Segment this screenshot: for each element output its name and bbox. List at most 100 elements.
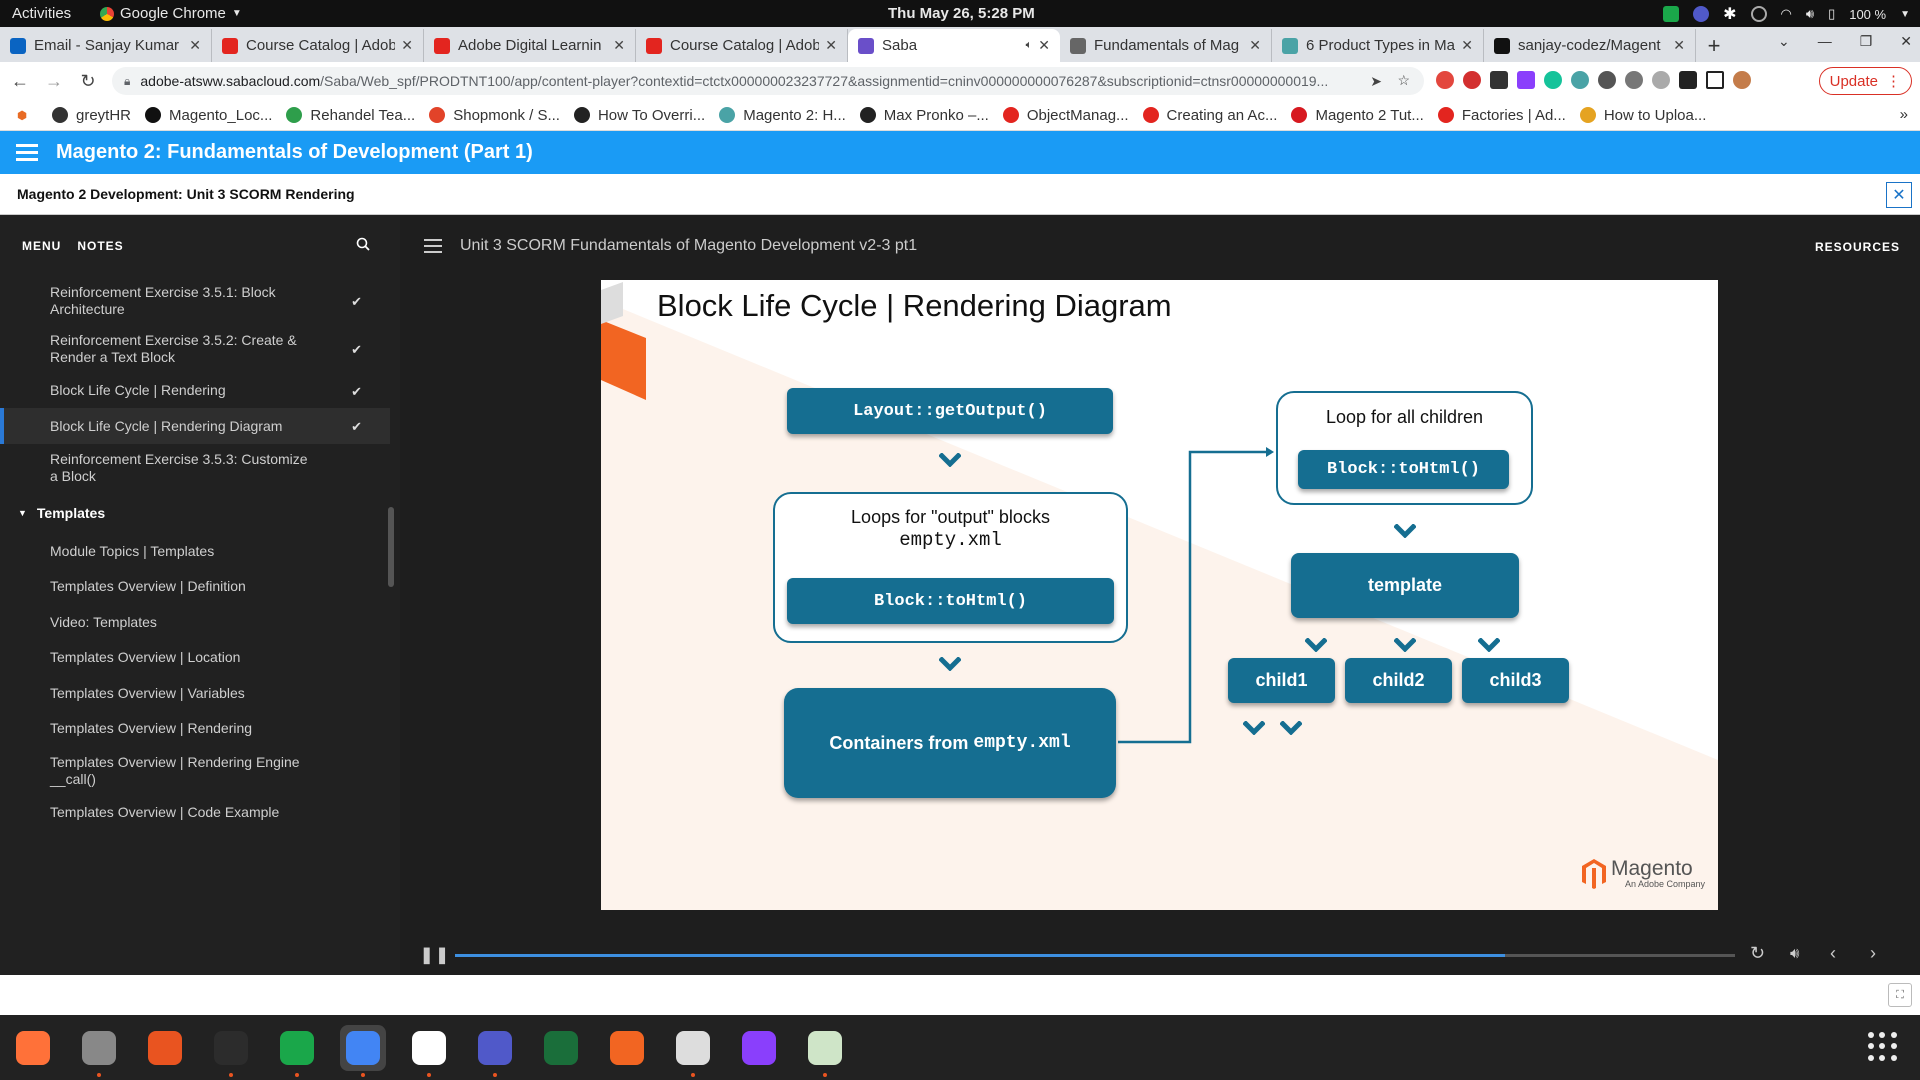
- profile-avatar[interactable]: [1733, 71, 1751, 89]
- maximize-icon[interactable]: ❐: [1859, 33, 1873, 49]
- tab-close-icon[interactable]: ✕: [1249, 37, 1261, 53]
- chrome-icon[interactable]: [340, 1024, 386, 1077]
- tab-close-icon[interactable]: ✕: [1038, 37, 1050, 53]
- app-menu[interactable]: Google Chrome ▼: [100, 5, 242, 22]
- tab-close-icon[interactable]: ✕: [1461, 37, 1473, 53]
- bookmark-item[interactable]: Max Pronko –...: [859, 107, 989, 124]
- sidepanel-icon[interactable]: [1706, 71, 1724, 89]
- sync-tray-icon[interactable]: [1750, 6, 1767, 22]
- system-tray[interactable]: ✱ ◠ 🔊︎ ▯ 100 % ▼: [1663, 4, 1910, 24]
- gear-extension-icon[interactable]: [1625, 71, 1643, 89]
- battery-icon[interactable]: ▯: [1828, 6, 1836, 21]
- browser-tab[interactable]: Email - Sanjay Kumar✕: [0, 29, 212, 62]
- power-menu-icon[interactable]: ▼: [1900, 8, 1910, 20]
- tab-notes[interactable]: NOTES: [77, 239, 124, 253]
- sidebar-item[interactable]: Module Topics | Templates: [0, 534, 390, 569]
- tab-close-icon[interactable]: ✕: [401, 37, 413, 53]
- pause-icon[interactable]: ❚❚: [420, 947, 451, 964]
- sidebar-item[interactable]: Templates Overview | Definition: [0, 569, 390, 604]
- sidebar-item[interactable]: Templates Overview | Location: [0, 640, 390, 675]
- bookmark-item[interactable]: How To Overri...: [573, 107, 705, 124]
- browser-tab[interactable]: Adobe Digital Learnin✕: [424, 29, 636, 62]
- sidebar-item[interactable]: Templates Overview | Rendering Engine __…: [0, 746, 390, 795]
- next-icon[interactable]: ›: [1870, 943, 1876, 963]
- close-window-icon[interactable]: ✕: [1900, 33, 1912, 49]
- camera-icon[interactable]: [538, 1025, 584, 1071]
- search-icon[interactable]: [356, 237, 370, 254]
- bookmark-item[interactable]: Shopmonk / S...: [429, 107, 560, 124]
- back-icon[interactable]: ←: [11, 70, 29, 91]
- bookmarks-overflow-icon[interactable]: »: [1899, 106, 1908, 123]
- extension-icon[interactable]: [1571, 71, 1589, 89]
- resources-button[interactable]: RESOURCES: [1814, 240, 1900, 254]
- tab-menu[interactable]: MENU: [22, 239, 62, 253]
- extension-icon[interactable]: [1598, 71, 1616, 89]
- update-button[interactable]: Update ⋮: [1818, 67, 1912, 95]
- bookmark-item[interactable]: greytHR: [52, 107, 131, 124]
- bookmark-star-icon[interactable]: ☆: [1397, 72, 1410, 88]
- fullscreen-icon[interactable]: ⛶: [1888, 983, 1912, 1007]
- browser-tab[interactable]: Saba🔈︎✕: [848, 29, 1060, 62]
- files-icon[interactable]: [76, 1025, 122, 1077]
- share-icon[interactable]: ➤: [1370, 73, 1382, 89]
- sidebar-section-templates[interactable]: ▼Templates: [0, 492, 390, 534]
- sidebar-item[interactable]: Templates Overview | Rendering: [0, 711, 390, 746]
- forward-icon[interactable]: →: [45, 70, 63, 91]
- bookmark-item[interactable]: Rehandel Tea...: [286, 107, 415, 124]
- sidebar-item[interactable]: Templates Overview | Code Example: [0, 795, 390, 830]
- link-extension-icon[interactable]: [1652, 71, 1670, 89]
- volume-icon[interactable]: 🔊︎: [1790, 945, 1800, 962]
- replay-icon[interactable]: ↻: [1750, 943, 1766, 963]
- previous-icon[interactable]: ‹: [1830, 943, 1836, 963]
- tab-close-icon[interactable]: ✕: [613, 37, 625, 53]
- firefox-icon[interactable]: [10, 1025, 56, 1071]
- new-tab-button[interactable]: +: [1707, 32, 1721, 58]
- minimize-icon[interactable]: —: [1817, 33, 1832, 49]
- close-icon[interactable]: ✕: [1886, 182, 1912, 208]
- tab-close-icon[interactable]: ✕: [1673, 37, 1685, 53]
- browser-tab[interactable]: Course Catalog | Adob✕: [636, 29, 848, 62]
- chat-icon[interactable]: [274, 1025, 320, 1077]
- tab-search-icon[interactable]: ⌄: [1777, 33, 1790, 49]
- tab-close-icon[interactable]: ✕: [189, 37, 201, 53]
- clock[interactable]: Thu May 26, 5:28 PM: [888, 5, 1035, 22]
- reload-icon[interactable]: ↻: [80, 70, 96, 91]
- puzzle-icon[interactable]: [1679, 71, 1697, 89]
- tab-close-icon[interactable]: ✕: [825, 37, 837, 53]
- show-apps-icon[interactable]: [1868, 1032, 1898, 1062]
- browser-tab[interactable]: Fundamentals of Mag✕: [1060, 29, 1272, 62]
- bookmark-item[interactable]: Magento 2 Tut...: [1291, 107, 1424, 124]
- text-editor-icon[interactable]: [670, 1025, 716, 1077]
- extension-icon[interactable]: [1436, 71, 1454, 89]
- grammarly-icon[interactable]: [1544, 71, 1562, 89]
- phpstorm-icon[interactable]: [736, 1025, 782, 1071]
- sidebar-scrollbar[interactable]: [388, 507, 394, 587]
- browser-tab[interactable]: sanjay-codez/Magent✕: [1484, 29, 1696, 62]
- wifi-icon[interactable]: ◠: [1780, 6, 1792, 21]
- browser-tab[interactable]: Course Catalog | Adob✕: [212, 29, 424, 62]
- bookmark-magento-icon[interactable]: ⬢: [17, 109, 27, 122]
- browser-tab[interactable]: 6 Product Types in Ma✕: [1272, 29, 1484, 62]
- sidebar-item[interactable]: Reinforcement Exercise 3.5.1: Block Arch…: [0, 277, 390, 325]
- hamburger-menu-icon[interactable]: [16, 140, 38, 165]
- slack-tray-icon[interactable]: ✱: [1723, 6, 1737, 23]
- teams-tray-icon[interactable]: [1693, 6, 1710, 22]
- sidebar-item[interactable]: Templates Overview | Variables: [0, 675, 390, 711]
- calendar-extension-icon[interactable]: [1490, 71, 1508, 89]
- terminal-icon[interactable]: [208, 1025, 254, 1077]
- sidebar-item[interactable]: Block Life Cycle | Rendering✔: [0, 373, 390, 408]
- bookmark-item[interactable]: ObjectManag...: [1002, 107, 1129, 124]
- bookmark-item[interactable]: Factories | Ad...: [1437, 107, 1566, 124]
- screenshot-icon[interactable]: [802, 1025, 848, 1077]
- sidebar-item[interactable]: Reinforcement Exercise 3.5.2: Create & R…: [0, 325, 390, 373]
- software-icon[interactable]: [142, 1025, 188, 1071]
- sidebar-item[interactable]: Block Life Cycle | Rendering Diagram✔: [0, 408, 390, 444]
- st-extension-icon[interactable]: [1517, 71, 1535, 89]
- bookmark-item[interactable]: Magento_Loc...: [145, 107, 272, 124]
- bookmark-item[interactable]: Magento 2: H...: [719, 107, 846, 124]
- sidebar-item[interactable]: Reinforcement Exercise 3.5.3: Customize …: [0, 444, 390, 492]
- bookmark-item[interactable]: Creating an Ac...: [1142, 107, 1277, 124]
- slack-icon[interactable]: [406, 1025, 452, 1077]
- player-menu-icon[interactable]: [424, 235, 442, 257]
- tab-audio-icon[interactable]: 🔈︎: [1025, 39, 1033, 51]
